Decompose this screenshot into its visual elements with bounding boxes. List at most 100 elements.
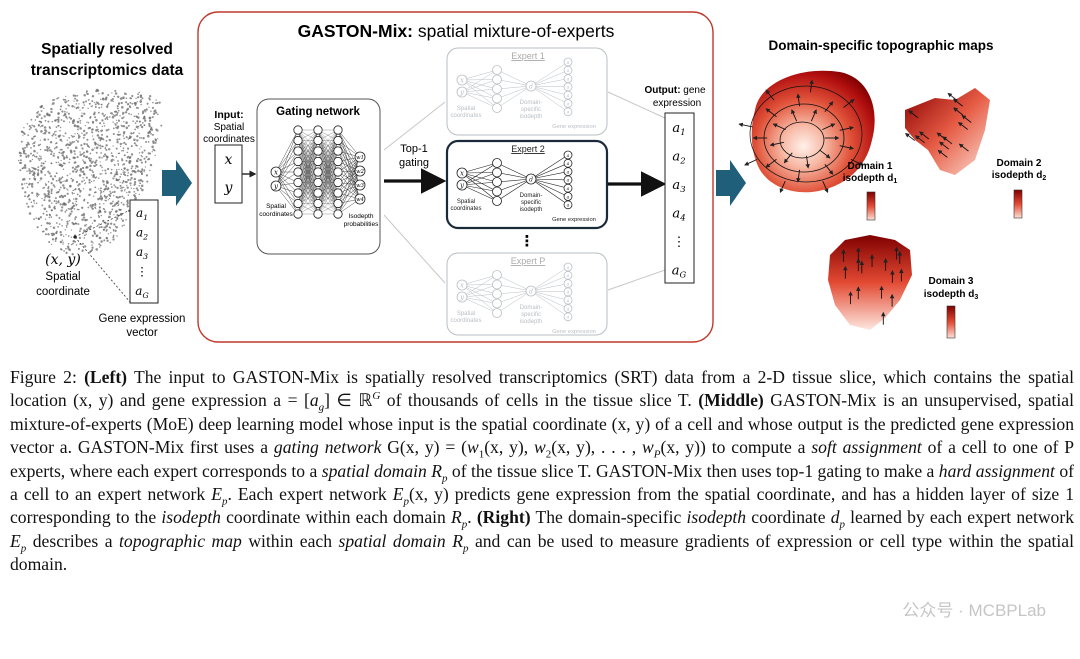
input-box — [214, 144, 243, 204]
figure: Spatially resolved transcriptomics data … — [17, 11, 1047, 343]
gaston-mix-panel — [197, 11, 714, 343]
svg-text:Gene expression: Gene expression — [552, 124, 596, 130]
vector-entry: ⋮ — [136, 265, 148, 279]
gating-spatial-line2: coordinates — [259, 211, 293, 218]
svg-text:Domain-: Domain- — [520, 305, 543, 311]
domain2-label-line2: isodepth d2 — [992, 170, 1047, 182]
gene-vector-label-line1: Gene expression — [99, 313, 186, 325]
svg-text:x: x — [274, 169, 278, 177]
svg-text:y: y — [273, 183, 279, 191]
expert2-diagram: xydaaaaaaaSpatialcoordinatesDomain-speci… — [450, 150, 596, 223]
expert2-title: Expert 2 — [511, 144, 545, 154]
domain1-colorbar — [866, 191, 876, 221]
domain1-map — [738, 70, 875, 194]
panel-title: GASTON-Mix: spatial mixture-of-experts — [298, 21, 615, 41]
svg-text:a: a — [567, 274, 570, 279]
gating-iso-line1: Isodepth — [349, 213, 374, 220]
svg-text:Gene expression: Gene expression — [552, 217, 596, 223]
input-label-line2: Spatial — [214, 122, 245, 133]
output-label: Output: gene — [644, 85, 706, 96]
domain3-label-line1: Domain 3 — [928, 276, 973, 287]
svg-text:a: a — [567, 282, 570, 287]
svg-text:a: a — [567, 69, 570, 74]
figure-caption: Figure 2: (Left) The input to GASTON-Mix… — [10, 366, 1074, 577]
svg-text:x: x — [460, 170, 464, 178]
left-title-line1: Spatially resolved — [41, 41, 173, 58]
svg-text:Gene expression: Gene expression — [552, 329, 596, 335]
svg-text:coordinates: coordinates — [450, 318, 481, 324]
svg-text:a: a — [567, 162, 570, 167]
svg-text:a: a — [567, 94, 570, 99]
svg-text:a: a — [567, 154, 570, 159]
domain1-label-line1: Domain 1 — [847, 161, 892, 172]
svg-text:w3: w3 — [356, 183, 364, 189]
input-y: y — [224, 180, 234, 196]
svg-text:a: a — [567, 204, 570, 209]
svg-text:Domain-: Domain- — [520, 100, 543, 106]
tissue-point-cloud — [17, 88, 163, 256]
domain2-label-line1: Domain 2 — [996, 158, 1041, 169]
watermark: 公众号 · MCBPLab — [902, 601, 1046, 620]
svg-text:d: d — [529, 288, 533, 295]
expertP-output-line — [607, 269, 666, 291]
svg-text:Spatial: Spatial — [457, 311, 475, 317]
input-label-line3: coordinates — [203, 134, 255, 145]
vector-entry: ⋮ — [673, 235, 686, 250]
gating-network-title: Gating network — [276, 106, 360, 118]
svg-text:a: a — [567, 299, 570, 304]
svg-text:a: a — [567, 102, 570, 107]
svg-text:a: a — [567, 77, 570, 82]
svg-text:Domain-: Domain- — [520, 193, 543, 199]
svg-text:coordinates: coordinates — [450, 113, 481, 119]
expertP-diagram: xydaaaaaaaSpatialcoordinatesDomain-speci… — [450, 262, 596, 335]
svg-text:Spatial: Spatial — [457, 199, 475, 205]
expertP-title: Expert P — [511, 256, 546, 266]
gating-spatial-line1: Spatial — [266, 203, 286, 210]
expert1-diagram: xydaaaaaaaSpatialcoordinatesDomain-speci… — [450, 57, 596, 130]
svg-text:a: a — [567, 187, 570, 192]
svg-text:a: a — [567, 316, 570, 321]
gating-iso-line2: probabilities — [344, 221, 379, 228]
input-x: x — [225, 152, 233, 168]
top1-gating-line1: Top-1 — [400, 143, 428, 155]
caption-text: Figure 2: (Left) The input to GASTON-Mix… — [10, 367, 1075, 575]
svg-text:a: a — [567, 307, 570, 312]
top1-gating-line2: gating — [399, 157, 429, 169]
svg-text:a: a — [567, 291, 570, 296]
svg-text:y: y — [459, 89, 465, 97]
output-vector-box — [664, 112, 695, 284]
input-label-bold: Input: — [214, 109, 243, 121]
gene-vector-label-line2: vector — [126, 327, 157, 339]
domain2-map — [904, 88, 990, 175]
expert1-box — [446, 47, 608, 136]
expert1-output-line — [607, 91, 666, 119]
svg-text:a: a — [567, 195, 570, 200]
svg-text:specific: specific — [521, 107, 541, 113]
svg-text:x: x — [460, 77, 464, 85]
gate-line-expert1 — [383, 101, 446, 151]
flow-arrow-left — [162, 160, 192, 206]
svg-text:specific: specific — [521, 312, 541, 318]
svg-text:y: y — [459, 182, 465, 190]
domain3-colorbar — [946, 305, 956, 339]
svg-text:isodepth: isodepth — [520, 319, 543, 325]
svg-text:Spatial: Spatial — [457, 106, 475, 112]
gene-vector-box — [129, 199, 159, 304]
output-label-line2: expression — [653, 98, 701, 109]
domain2-colorbar — [1013, 189, 1023, 219]
svg-text:a: a — [567, 61, 570, 66]
svg-text:coordinates: coordinates — [450, 206, 481, 212]
svg-text:a: a — [567, 266, 570, 271]
domain1-label-line2: isodepth d1 — [843, 173, 898, 185]
gate-line-expertP — [383, 214, 446, 284]
spatial-coordinate-line2: coordinate — [36, 286, 90, 298]
svg-text:w4: w4 — [356, 197, 364, 203]
svg-text:a: a — [567, 111, 570, 116]
expert-vdots: ⋮ — [520, 232, 535, 250]
svg-text:w2: w2 — [356, 169, 364, 175]
svg-text:a: a — [567, 179, 570, 184]
flow-arrow-right — [716, 160, 746, 206]
svg-text:isodepth: isodepth — [520, 114, 543, 120]
